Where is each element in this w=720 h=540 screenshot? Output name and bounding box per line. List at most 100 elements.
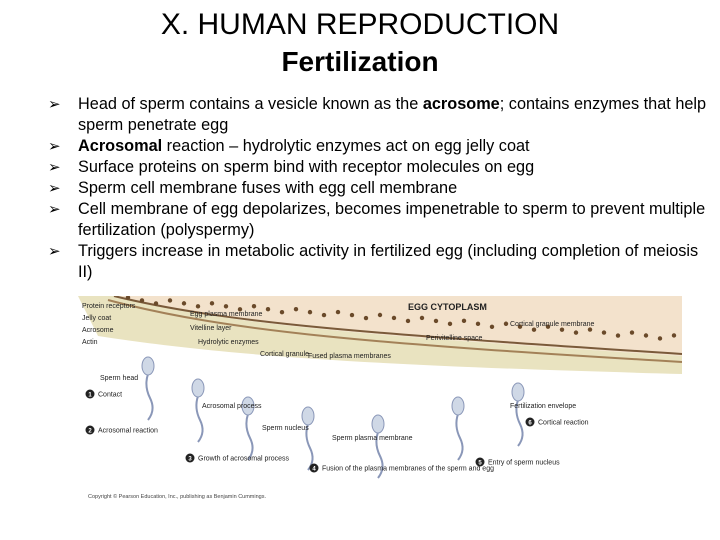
label-protein-receptors: Protein receptors (82, 303, 136, 310)
label-vitelline-layer: Vitelline layer (190, 325, 232, 332)
jelly-coat-band (78, 296, 682, 374)
egg-granule (363, 315, 369, 321)
egg-granule (587, 327, 593, 332)
egg-granule (657, 336, 663, 341)
egg-granule (377, 312, 383, 318)
label-fertilization-envelope: Fertilization envelope (510, 403, 576, 410)
bullet-bold-term: Acrosomal (78, 137, 163, 155)
egg-granule (349, 312, 355, 318)
label-acrosome: Acrosome (82, 327, 114, 334)
label-hydrolytic-enzymes: Hydrolytic enzymes (198, 339, 259, 346)
arrow-bullet-icon: ➢ (48, 159, 61, 176)
egg-granule (573, 330, 579, 335)
egg-granule (209, 301, 215, 306)
label-egg-cytoplasm: EGG CYTOPLASM (408, 302, 487, 312)
arrow-bullet-icon: ➢ (48, 243, 61, 260)
egg-granule (237, 307, 243, 312)
label-cortical-granule-membrane: Cortical granule membrane (510, 321, 595, 328)
egg-granule (139, 298, 145, 303)
sperm-tail (515, 399, 524, 447)
step-number: 3 (188, 456, 192, 462)
bullet-text-rest: ; contains enzymes that help sperm penet… (78, 95, 707, 134)
bullet-item: ➢ Cell membrane of egg depolarizes, beco… (48, 199, 712, 241)
sperm-tail (245, 413, 254, 461)
label-acrosomal-process: Acrosomal process (202, 403, 262, 410)
bullet-text: Triggers increase in metabolic activity … (78, 242, 699, 281)
vitelline-layer-line (107, 299, 682, 363)
step-number: 6 (528, 420, 532, 426)
egg-granule (391, 315, 397, 321)
step-number-badge (309, 463, 319, 473)
figure-labels: Protein receptors Jelly coat Acrosome Ac… (82, 302, 595, 442)
copyright-text: Copyright © Pearson Education, Inc., pub… (88, 493, 266, 500)
sperm-tail (145, 373, 154, 421)
egg-granule (545, 324, 551, 329)
label-sperm-nucleus: Sperm nucleus (262, 425, 309, 432)
step-number-badge (85, 389, 95, 399)
egg-granule (475, 321, 481, 327)
egg-granule (279, 309, 285, 315)
label-egg-plasma-membrane: Egg plasma membrane (190, 311, 262, 318)
bullet-item: ➢ Acrosomal reaction – hydrolytic enzyme… (48, 136, 712, 157)
slide-subtitle: Fertilization (281, 46, 439, 77)
step-number-badge (185, 453, 195, 463)
sperm-head (451, 396, 465, 416)
egg-granules (125, 296, 677, 341)
sperm-head (371, 414, 385, 434)
egg-granule (615, 333, 621, 338)
sperm-head (301, 406, 315, 426)
egg-granule (419, 315, 425, 321)
bullet-item: ➢ Head of sperm contains a vesicle known… (48, 94, 712, 136)
bullet-bold-term: acrosome (422, 95, 500, 113)
step-number: 4 (312, 466, 316, 472)
egg-granule (321, 312, 327, 318)
bullet-text: Surface proteins on sperm bind with rece… (78, 158, 535, 176)
arrow-bullet-icon: ➢ (48, 180, 61, 197)
label-fused-plasma-membranes: Fused plasma membranes (308, 353, 391, 360)
egg-granule (531, 327, 537, 332)
bullet-text: Sperm cell membrane fuses with egg cell … (78, 179, 458, 197)
label-perivitelline-space: Perivitelline space (426, 335, 483, 342)
label-jelly-coat: Jelly coat (82, 315, 111, 322)
label-sperm-head: Sperm head (100, 375, 138, 382)
slide-title: X. HUMAN REPRODUCTION (160, 8, 560, 41)
bullet-item: ➢ Surface proteins on sperm bind with re… (48, 157, 712, 178)
egg-granule (405, 318, 411, 324)
bullet-list: ➢ Head of sperm contains a vesicle known… (48, 94, 712, 283)
egg-granule (671, 333, 677, 338)
step-label: Contact (98, 392, 122, 399)
egg-granule (335, 309, 341, 315)
step-number-badge (475, 457, 485, 467)
sperm-tail (375, 431, 384, 479)
label-cortical-granule: Cortical granule (260, 351, 309, 358)
fertilization-diagram: Protein receptors Jelly coat Acrosome Ac… (78, 296, 682, 504)
egg-cytoplasm-region (118, 296, 682, 356)
sperm-head (241, 396, 255, 416)
step-label: Entry of sperm nucleus (488, 460, 560, 467)
sperm-cells (141, 356, 525, 479)
egg-granule (153, 301, 159, 306)
step-number: 2 (88, 428, 92, 434)
label-sperm-plasma-membrane: Sperm plasma membrane (332, 435, 413, 442)
arrow-bullet-icon: ➢ (48, 96, 61, 113)
step-number: 5 (478, 460, 482, 466)
egg-granule (517, 324, 523, 329)
bullet-item: ➢ Sperm cell membrane fuses with egg cel… (48, 178, 712, 199)
egg-granule (601, 330, 607, 335)
egg-granule (503, 321, 509, 326)
step-number: 1 (88, 392, 92, 398)
label-actin: Actin (82, 339, 98, 346)
egg-granule (447, 321, 453, 327)
egg-granule (167, 298, 173, 303)
step-label: Growth of acrosomal process (198, 456, 290, 463)
egg-membrane-line (113, 296, 682, 355)
egg-granule (433, 318, 439, 324)
step-label: Cortical reaction (538, 420, 589, 427)
arrow-bullet-icon: ➢ (48, 138, 61, 155)
egg-granule (181, 301, 187, 306)
bullet-text: Head of sperm contains a vesicle known a… (78, 95, 423, 113)
sperm-tail (455, 413, 464, 461)
sperm-tail (305, 423, 314, 471)
egg-granule (265, 307, 271, 312)
